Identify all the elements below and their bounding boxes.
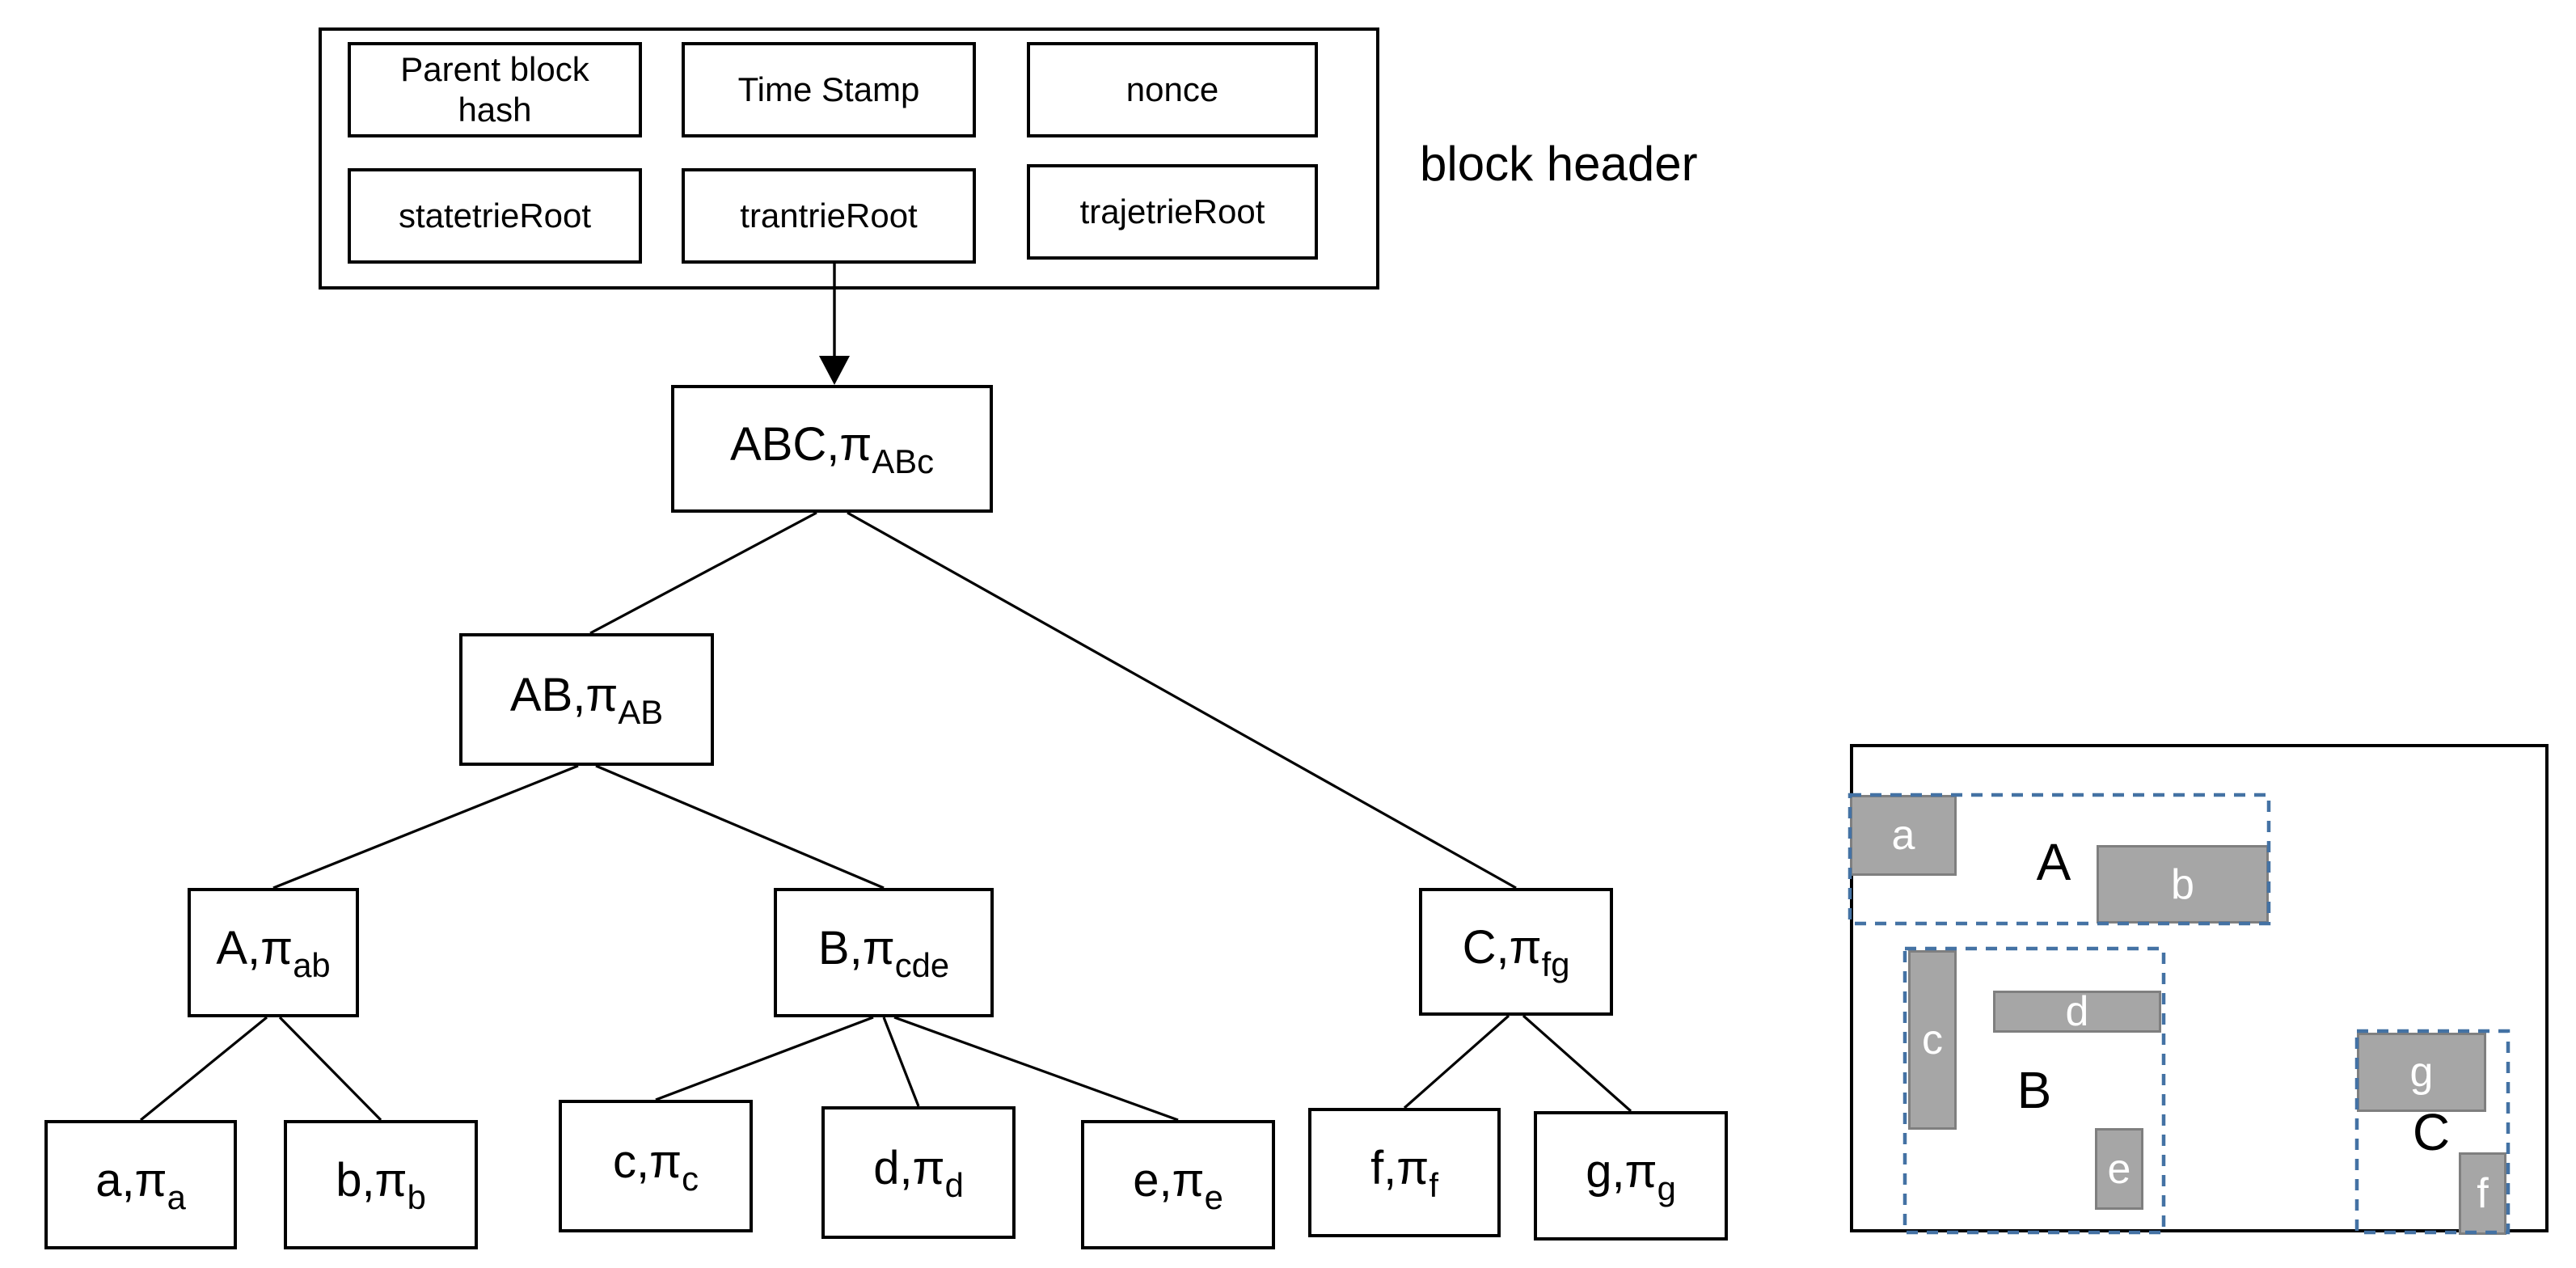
spatial-item-f: f: [2459, 1152, 2506, 1235]
spatial-item-e: e: [2095, 1128, 2143, 1210]
header-cell-label: trantrieRoot: [740, 197, 918, 235]
tree-node-a: A,πab: [188, 888, 359, 1017]
spatial-item-g: g: [2357, 1033, 2486, 1112]
spatial-item-label: g: [2409, 1049, 2434, 1096]
tree-node-root-abc: ABC,πABc: [671, 385, 993, 513]
node-subscript: ABc: [872, 442, 934, 480]
tree-leaf-f: f,πf: [1308, 1108, 1501, 1237]
node-subscript: d: [944, 1165, 964, 1204]
spatial-item-label: f: [2477, 1170, 2489, 1217]
header-cell-time-stamp: Time Stamp: [682, 42, 976, 137]
node-label: a,π: [95, 1153, 167, 1207]
node-label: AB,π: [509, 668, 619, 721]
node-label: ABC,π: [730, 417, 872, 471]
node-label: B,π: [817, 921, 895, 974]
node-label: A,π: [216, 921, 293, 974]
tree-node-c: C,πfg: [1419, 888, 1613, 1016]
spatial-item-label: e: [2107, 1145, 2131, 1193]
node-label: b,π: [336, 1153, 408, 1207]
node-subscript: AB: [618, 692, 664, 731]
tree-leaf-e: e,πe: [1081, 1120, 1275, 1249]
tree-leaf-a: a,πa: [44, 1120, 237, 1249]
header-cell-trantrie-root: trantrieRoot: [682, 168, 976, 264]
node-subscript: a: [167, 1177, 186, 1216]
header-cell-label: Parent block hash: [400, 50, 589, 129]
node-subscript: cde: [894, 945, 950, 984]
node-subscript: ab: [293, 945, 331, 984]
spatial-item-b: b: [2097, 845, 2269, 924]
node-label: e,π: [1133, 1153, 1205, 1207]
node-label: C,π: [1462, 920, 1542, 974]
header-cell-parent-block-hash: Parent block hash: [348, 42, 642, 137]
spatial-item-c: c: [1908, 950, 1957, 1130]
node-subscript: fg: [1541, 945, 1570, 983]
tree-leaf-d: d,πd: [821, 1106, 1016, 1239]
header-cell-label: nonce: [1125, 70, 1219, 109]
spatial-item-label: c: [1922, 1017, 1943, 1063]
node-subscript: c: [682, 1159, 699, 1198]
node-label: d,π: [873, 1141, 945, 1194]
tree-edges: [139, 511, 1632, 1122]
tree-node-b: B,πcde: [774, 888, 994, 1017]
spatial-map-outer-box: [1850, 744, 2549, 1232]
spatial-item-label: d: [2065, 988, 2089, 1035]
arrowhead-down-icon: [819, 356, 850, 385]
node-label: c,π: [612, 1135, 682, 1188]
node-subscript: g: [1657, 1169, 1676, 1207]
node-subscript: e: [1204, 1177, 1223, 1216]
node-subscript: f: [1429, 1165, 1438, 1204]
spatial-item-label: b: [2171, 860, 2194, 908]
tree-leaf-b: b,πb: [284, 1120, 478, 1249]
header-cell-label: statetrieRoot: [398, 197, 592, 235]
spatial-region-label-c: C: [2412, 1103, 2451, 1161]
node-subscript: b: [407, 1177, 426, 1216]
spatial-region-label-a: A: [2036, 833, 2071, 891]
spatial-item-label: a: [1891, 812, 1915, 859]
header-cell-statetrie-root: statetrieRoot: [348, 168, 642, 264]
node-label: g,π: [1586, 1144, 1658, 1198]
tree-node-ab: AB,πAB: [459, 633, 714, 766]
header-cell-trajetrie-root: trajetrieRoot: [1027, 164, 1318, 260]
header-cell-label: Time Stamp: [737, 70, 920, 109]
tree-leaf-c: c,πc: [559, 1100, 753, 1232]
spatial-region-label-b: B: [2016, 1061, 2052, 1119]
tree-leaf-g: g,πg: [1534, 1111, 1728, 1241]
spatial-item-d: d: [1993, 988, 2161, 1035]
node-label: f,π: [1370, 1141, 1429, 1194]
block-header-caption: block header: [1420, 137, 1698, 191]
header-cell-nonce: nonce: [1027, 42, 1318, 137]
spatial-item-a: a: [1850, 795, 1957, 876]
header-cell-label: trajetrieRoot: [1079, 192, 1265, 231]
